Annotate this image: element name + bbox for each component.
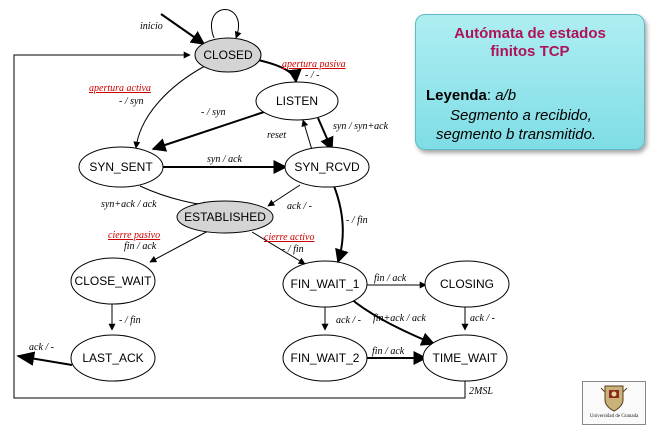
label-finack-ack: fin+ack / ack [373, 313, 426, 324]
label-cierre-pasivo: cierre pasivo [108, 230, 160, 241]
label-fin-ack-cw: fin / ack [124, 241, 157, 252]
label-apertura-pasiva: apertura pasiva [282, 59, 346, 70]
edge-synrcvd-established [267, 184, 301, 207]
label-dash-syn-2: - / syn [201, 107, 225, 118]
legend-key-value: a/b [495, 87, 517, 104]
state-last-ack: LAST_ACK [70, 334, 156, 382]
state-fin-wait-2-label: FIN_WAIT_2 [291, 351, 360, 365]
label-cierre-activo: cierre activo [264, 232, 314, 243]
label-syn-synack: syn / syn+ack [333, 121, 389, 132]
edges [13, 9, 469, 399]
label-synack-ack: syn+ack / ack [101, 199, 157, 210]
legend-title-line2: finitos TCP [490, 43, 570, 60]
state-listen-label: LISTEN [276, 94, 318, 108]
state-syn-rcvd-label: SYN_RCVD [294, 160, 360, 174]
legend-box: Autómata de estados finitos TCP Leyenda:… [415, 14, 645, 150]
legend-line-3: segmento b transmitido. [436, 126, 597, 143]
label-dash-dash: - / - [305, 70, 319, 81]
state-closing-label: CLOSING [440, 277, 494, 291]
state-close-wait: CLOSE_WAIT [70, 257, 156, 305]
state-time-wait-label: TIME_WAIT [433, 351, 499, 365]
state-closing: CLOSING [424, 260, 510, 308]
edge-lastack-out [16, 351, 73, 366]
state-closed: CLOSED [194, 37, 262, 73]
state-fin-wait-2: FIN_WAIT_2 [282, 334, 368, 382]
edge-closed-listen [257, 59, 302, 84]
edge-synrcvd-finwait1 [333, 185, 349, 264]
edge-synrcvd-listen-reset [301, 119, 313, 151]
label-dash-fin-rcvd: - / fin [346, 215, 368, 226]
state-time-wait: TIME_WAIT [422, 334, 508, 382]
label-reset: reset [267, 130, 286, 141]
state-syn-sent: SYN_SENT [78, 146, 164, 188]
state-syn-sent-label: SYN_SENT [89, 160, 153, 174]
edge-timewait-closed-loop [13, 51, 466, 399]
edge-established-closewait [149, 229, 211, 263]
legend-line-2: Segmento a recibido, [450, 107, 592, 124]
coat-of-arms-icon [600, 385, 628, 412]
legend-title: Autómata de estados finitos TCP [416, 25, 644, 61]
edge-labels: inicio apertura pasiva - / - apertura ac… [29, 21, 495, 397]
label-2msl: 2MSL [469, 386, 493, 397]
state-close-wait-label: CLOSE_WAIT [75, 274, 153, 288]
edge-finwait1-timewait [349, 297, 436, 346]
legend-key-line: Leyenda: a/b [426, 87, 517, 104]
label-ack-dash-closing: ack / - [470, 313, 495, 324]
edge-closed-self-loop [211, 9, 242, 39]
state-fin-wait-1-label: FIN_WAIT_1 [291, 277, 360, 291]
legend-key: Leyenda [426, 87, 487, 104]
label-fin-ack-closing: fin / ack [374, 273, 407, 284]
label-ack-dash-lastack: ack / - [29, 342, 54, 353]
label-inicio: inicio [140, 21, 163, 32]
label-dash-syn-1: - / syn [119, 96, 143, 107]
label-dash-fin-lastack: - / fin [119, 315, 141, 326]
label-fin-ack-tw: fin / ack [372, 346, 405, 357]
state-listen: LISTEN [255, 81, 339, 121]
edge-established-finwait1 [251, 231, 306, 265]
label-ack-dash-est: ack / - [287, 201, 312, 212]
label-ack-dash-fw2: ack / - [336, 315, 361, 326]
label-syn-ack: syn / ack [207, 154, 243, 165]
logo-caption: Universidad de Granada [589, 414, 639, 419]
state-syn-rcvd: SYN_RCVD [284, 146, 370, 188]
edge-closed-synsent [133, 65, 206, 149]
state-fin-wait-1: FIN_WAIT_1 [282, 260, 368, 308]
state-last-ack-label: LAST_ACK [82, 351, 143, 365]
label-apertura-activa: apertura activa [89, 83, 151, 94]
state-closed-label: CLOSED [203, 48, 253, 62]
label-dash-fin-fw1: - / fin [282, 244, 304, 255]
edge-listen-synrcvd [317, 117, 334, 152]
edge-inicio [160, 13, 206, 45]
university-logo: Universidad de Granada [582, 381, 646, 425]
state-established-label: ESTABLISHED [184, 210, 266, 224]
state-established: ESTABLISHED [176, 200, 274, 234]
legend-title-line1: Autómata de estados [454, 25, 606, 42]
edge-listen-synsent [151, 109, 271, 152]
